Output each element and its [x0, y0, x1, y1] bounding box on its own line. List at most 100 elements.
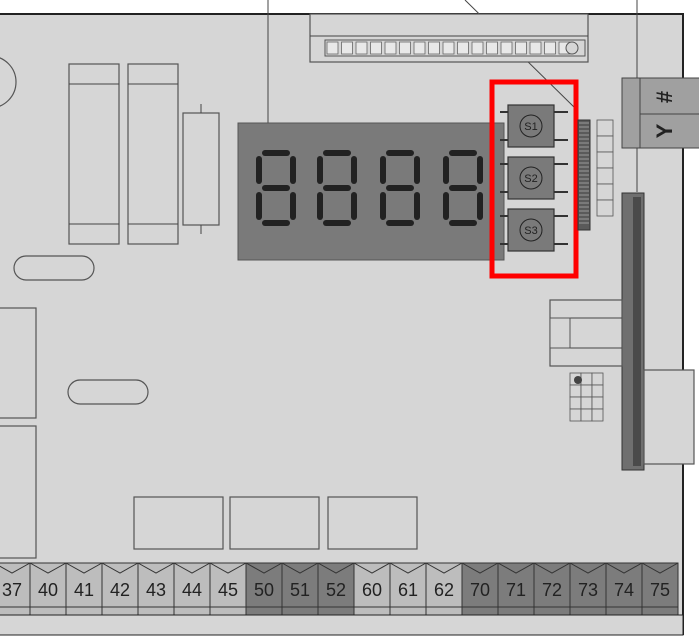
- terminal-42: 42: [101, 562, 139, 616]
- segment: [351, 192, 357, 220]
- terminal-43: 43: [137, 562, 175, 616]
- segment: [323, 185, 351, 191]
- segment: [414, 156, 420, 184]
- segment: [323, 220, 351, 226]
- terminal-label: 74: [614, 580, 634, 600]
- terminal-70: 70: [461, 562, 499, 616]
- connector-label-hash: #: [652, 91, 677, 103]
- terminal-label: 72: [542, 580, 562, 600]
- segment: [449, 150, 477, 156]
- digit-1: [256, 150, 296, 226]
- terminal-label: 71: [506, 580, 526, 600]
- segment: [443, 156, 449, 184]
- segment: [351, 156, 357, 184]
- left-connector-2: [0, 425, 37, 559]
- terminal-75: 75: [641, 562, 679, 616]
- terminal-label: 60: [362, 580, 382, 600]
- terminal-label: 70: [470, 580, 490, 600]
- terminal-51: 51: [281, 562, 319, 616]
- segment: [290, 192, 296, 220]
- button-label: S2: [524, 173, 537, 185]
- digit-2: [317, 150, 357, 226]
- side-box: [643, 369, 695, 465]
- segment: [323, 150, 351, 156]
- seven-segment-display: [237, 122, 505, 261]
- terminal-60: 60: [353, 562, 391, 616]
- terminal-50: 50: [245, 562, 283, 616]
- pin-grid: [569, 372, 604, 422]
- terminal-label: 44: [182, 580, 202, 600]
- terminal-37: 37: [0, 562, 31, 616]
- left-connector-1: [0, 307, 37, 419]
- segment: [317, 156, 323, 184]
- terminal-label: 42: [110, 580, 130, 600]
- terminal-label: 50: [254, 580, 274, 600]
- terminal-label: 52: [326, 580, 346, 600]
- terminal-strip: 37 40 41 42 43 44 45 50 51 52 60 61 62 70 71 72 73 74 75: [0, 562, 684, 636]
- segment: [256, 156, 262, 184]
- segment: [256, 192, 262, 220]
- segment: [386, 220, 414, 226]
- segment: [477, 156, 483, 184]
- digit-3: [380, 150, 420, 226]
- slot-1: [13, 255, 95, 281]
- terminal-label: 73: [578, 580, 598, 600]
- terminal-73: 73: [569, 562, 607, 616]
- connector-label-y: Y: [652, 123, 677, 138]
- segment: [317, 192, 323, 220]
- top-ribbon-connector: [309, 13, 589, 63]
- terminal-label: 62: [434, 580, 454, 600]
- terminal-72: 72: [533, 562, 571, 616]
- segment: [380, 156, 386, 184]
- slot-2: [67, 379, 149, 405]
- button-label: S1: [524, 121, 537, 133]
- button-s2[interactable]: S2: [500, 156, 568, 200]
- segment: [262, 185, 290, 191]
- mounting-hole: [0, 57, 17, 107]
- segment: [386, 150, 414, 156]
- flat-connector: [577, 119, 591, 231]
- segment: [290, 156, 296, 184]
- segment: [449, 220, 477, 226]
- terminal-74: 74: [605, 562, 643, 616]
- fuse-holder: [182, 112, 220, 226]
- terminal-40: 40: [29, 562, 67, 616]
- segment: [414, 192, 420, 220]
- small-connector: [549, 299, 623, 367]
- terminal-61: 61: [389, 562, 427, 616]
- terminal-label: 40: [38, 580, 58, 600]
- relay-1: [68, 63, 120, 245]
- segment: [449, 185, 477, 191]
- terminal-45: 45: [209, 562, 247, 616]
- button-label: S3: [524, 225, 537, 237]
- segment: [262, 220, 290, 226]
- terminal-62: 62: [425, 562, 463, 616]
- terminal-label: 41: [74, 580, 94, 600]
- terminal-71: 71: [497, 562, 535, 616]
- highlight-box: [489, 79, 579, 279]
- button-s1[interactable]: S1: [500, 104, 568, 148]
- component-box-1: [133, 496, 224, 550]
- terminal-label: 75: [650, 580, 670, 600]
- terminal-41: 41: [65, 562, 103, 616]
- side-connector: # Y: [621, 77, 699, 149]
- component-box-2: [229, 496, 320, 550]
- digit-4: [443, 150, 483, 226]
- terminal-label: 37: [2, 580, 22, 600]
- relay-2: [127, 63, 179, 245]
- segment: [380, 192, 386, 220]
- segment: [443, 192, 449, 220]
- segment: [262, 150, 290, 156]
- terminal-52: 52: [317, 562, 355, 616]
- pin-column: [596, 119, 614, 217]
- terminal-44: 44: [173, 562, 211, 616]
- terminal-label: 43: [146, 580, 166, 600]
- terminal-label: 61: [398, 580, 418, 600]
- terminal-label: 51: [290, 580, 310, 600]
- terminal-label: 45: [218, 580, 238, 600]
- component-box-3: [327, 496, 418, 550]
- segment: [477, 192, 483, 220]
- button-s3[interactable]: S3: [500, 208, 568, 252]
